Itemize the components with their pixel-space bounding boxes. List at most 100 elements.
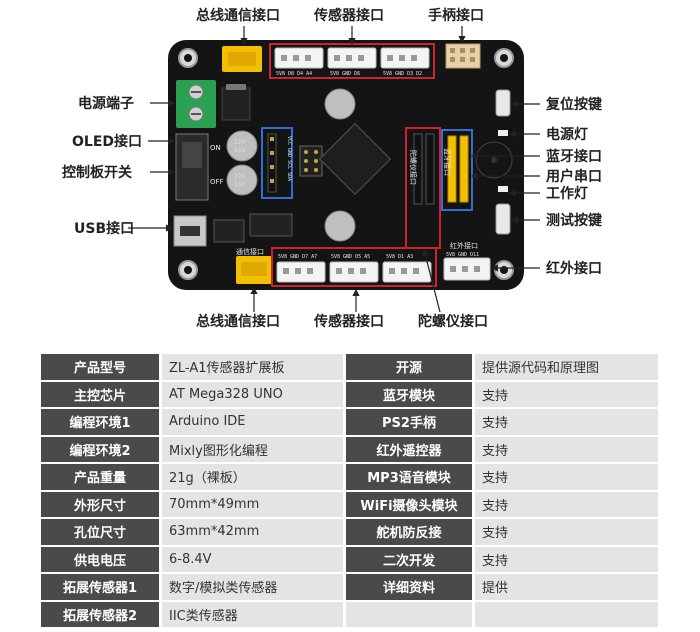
- usb-chip: [213, 219, 245, 243]
- spec-value: 21g（裸板）: [162, 464, 343, 490]
- spec-value: 支持: [475, 409, 658, 435]
- power-led: [498, 130, 508, 136]
- spec-value: 支持: [475, 519, 658, 545]
- spec-gap: [472, 381, 475, 407]
- label-sensor-bottom: 传感器接口: [313, 313, 384, 330]
- switch-off-label: OFF: [210, 178, 224, 186]
- spec-gap: [343, 574, 346, 600]
- spec-gap: [159, 519, 162, 545]
- spec-key: 舵机防反接: [346, 519, 472, 545]
- label-oled: OLED接口: [72, 133, 142, 150]
- label-gamepad: 手柄接口: [428, 7, 484, 24]
- spec-key: 产品重量: [41, 464, 159, 490]
- label-sensor-top: 传感器接口: [313, 7, 384, 24]
- gyro-frame: [405, 127, 441, 249]
- spec-key: 拓展传感器1: [41, 574, 159, 600]
- power-terminal: [176, 80, 216, 128]
- spec-key: 编程环境2: [41, 436, 159, 462]
- spec-key: 供电电压: [41, 546, 159, 572]
- silk-top-3: 5V8 GND D3 D2: [383, 71, 422, 77]
- spec-gap: [472, 491, 475, 517]
- spec-value: 6-8.4V: [162, 546, 343, 572]
- spec-gap: [343, 464, 346, 490]
- spec-gap: [343, 354, 346, 380]
- spec-gap: [343, 381, 346, 407]
- label-gyro: 陀螺仪接口: [418, 313, 488, 330]
- spec-key: 详细资料: [346, 574, 472, 600]
- spec-value: IIC类传感器: [162, 601, 343, 627]
- label-usb: USB接口: [74, 220, 134, 237]
- spec-gap: [343, 409, 346, 435]
- spec-gap: [159, 491, 162, 517]
- driver-chip: [249, 213, 293, 237]
- cap-label-1: 220: [234, 139, 246, 146]
- spec-gap: [343, 546, 346, 572]
- spec-key: PS2手柄: [346, 409, 472, 435]
- spec-gap: [159, 546, 162, 572]
- spec-key: 拓展传感器2: [41, 601, 159, 627]
- sensor-frame-bottom: [271, 247, 437, 287]
- label-bus-bottom: 总线通信接口: [196, 313, 280, 330]
- spec-gap: [159, 381, 162, 407]
- spec-value: 支持: [475, 491, 658, 517]
- spec-gap: [343, 601, 346, 627]
- spec-value: Arduino IDE: [162, 409, 343, 435]
- spec-value: 支持: [475, 464, 658, 490]
- spec-gap: [472, 409, 475, 435]
- bluetooth-frame: [441, 129, 473, 211]
- label-bus-top: 总线通信接口: [196, 7, 280, 24]
- spec-value: [475, 601, 658, 627]
- spec-value: 数字/模拟类传感器: [162, 574, 343, 600]
- spec-key: 蓝牙模块: [346, 381, 472, 407]
- silk-bt: 蓝牙接口: [443, 148, 452, 176]
- work-led: [498, 186, 508, 192]
- spec-gap: [472, 354, 475, 380]
- label-reset-button: 复位按键: [545, 96, 603, 113]
- oled-frame: [261, 127, 293, 199]
- gamepad-connector: [445, 43, 481, 69]
- spec-key: 产品型号: [41, 354, 159, 380]
- spec-gap: [472, 436, 475, 462]
- cap-label-2: 220: [234, 173, 246, 180]
- spec-key: MP3语音模块: [346, 464, 472, 490]
- label-bluetooth: 蓝牙接口: [546, 148, 602, 165]
- label-work-led: 工作灯: [546, 185, 588, 202]
- spec-gap: [472, 574, 475, 600]
- spec-value: 提供源代码和原理图: [475, 354, 658, 380]
- silk-bus: 通信接口: [236, 247, 264, 256]
- spec-gap: [159, 354, 162, 380]
- board-diagram: 5V8 D8 D4 A4 5V8 GND D6 5V8 GND D3 D2 ON…: [62, 7, 603, 330]
- silk-bottom-1: 5V8 GND D7 A7: [278, 254, 317, 260]
- cap-label-2b: 16V: [234, 181, 247, 188]
- spec-key: 孔位尺寸: [41, 519, 159, 545]
- silk-ir: 5V8 GND D11: [446, 252, 479, 258]
- spec-value: Mixly图形化编程: [162, 436, 343, 462]
- spec-key: 红外遥控器: [346, 436, 472, 462]
- spec-value: 支持: [475, 381, 658, 407]
- spec-gap: [159, 601, 162, 627]
- reset-button: [495, 89, 511, 117]
- label-power-terminal: 电源端子: [78, 95, 134, 112]
- spec-gap: [472, 464, 475, 490]
- spec-gap: [343, 519, 346, 545]
- switch-on-label: ON: [210, 144, 221, 152]
- silk-bottom-3: 5V8 D1 A3: [386, 254, 413, 260]
- spec-value: 提供: [475, 574, 658, 600]
- spec-gap: [159, 574, 162, 600]
- spec-gap: [159, 436, 162, 462]
- capacitors: [226, 88, 356, 242]
- silk-ir-label: 红外接口: [450, 241, 478, 250]
- spec-value: 63mm*42mm: [162, 519, 343, 545]
- spec-key: 开源: [346, 354, 472, 380]
- spec-gap: [159, 464, 162, 490]
- spec-value: ZL-A1传感器扩展板: [162, 354, 343, 380]
